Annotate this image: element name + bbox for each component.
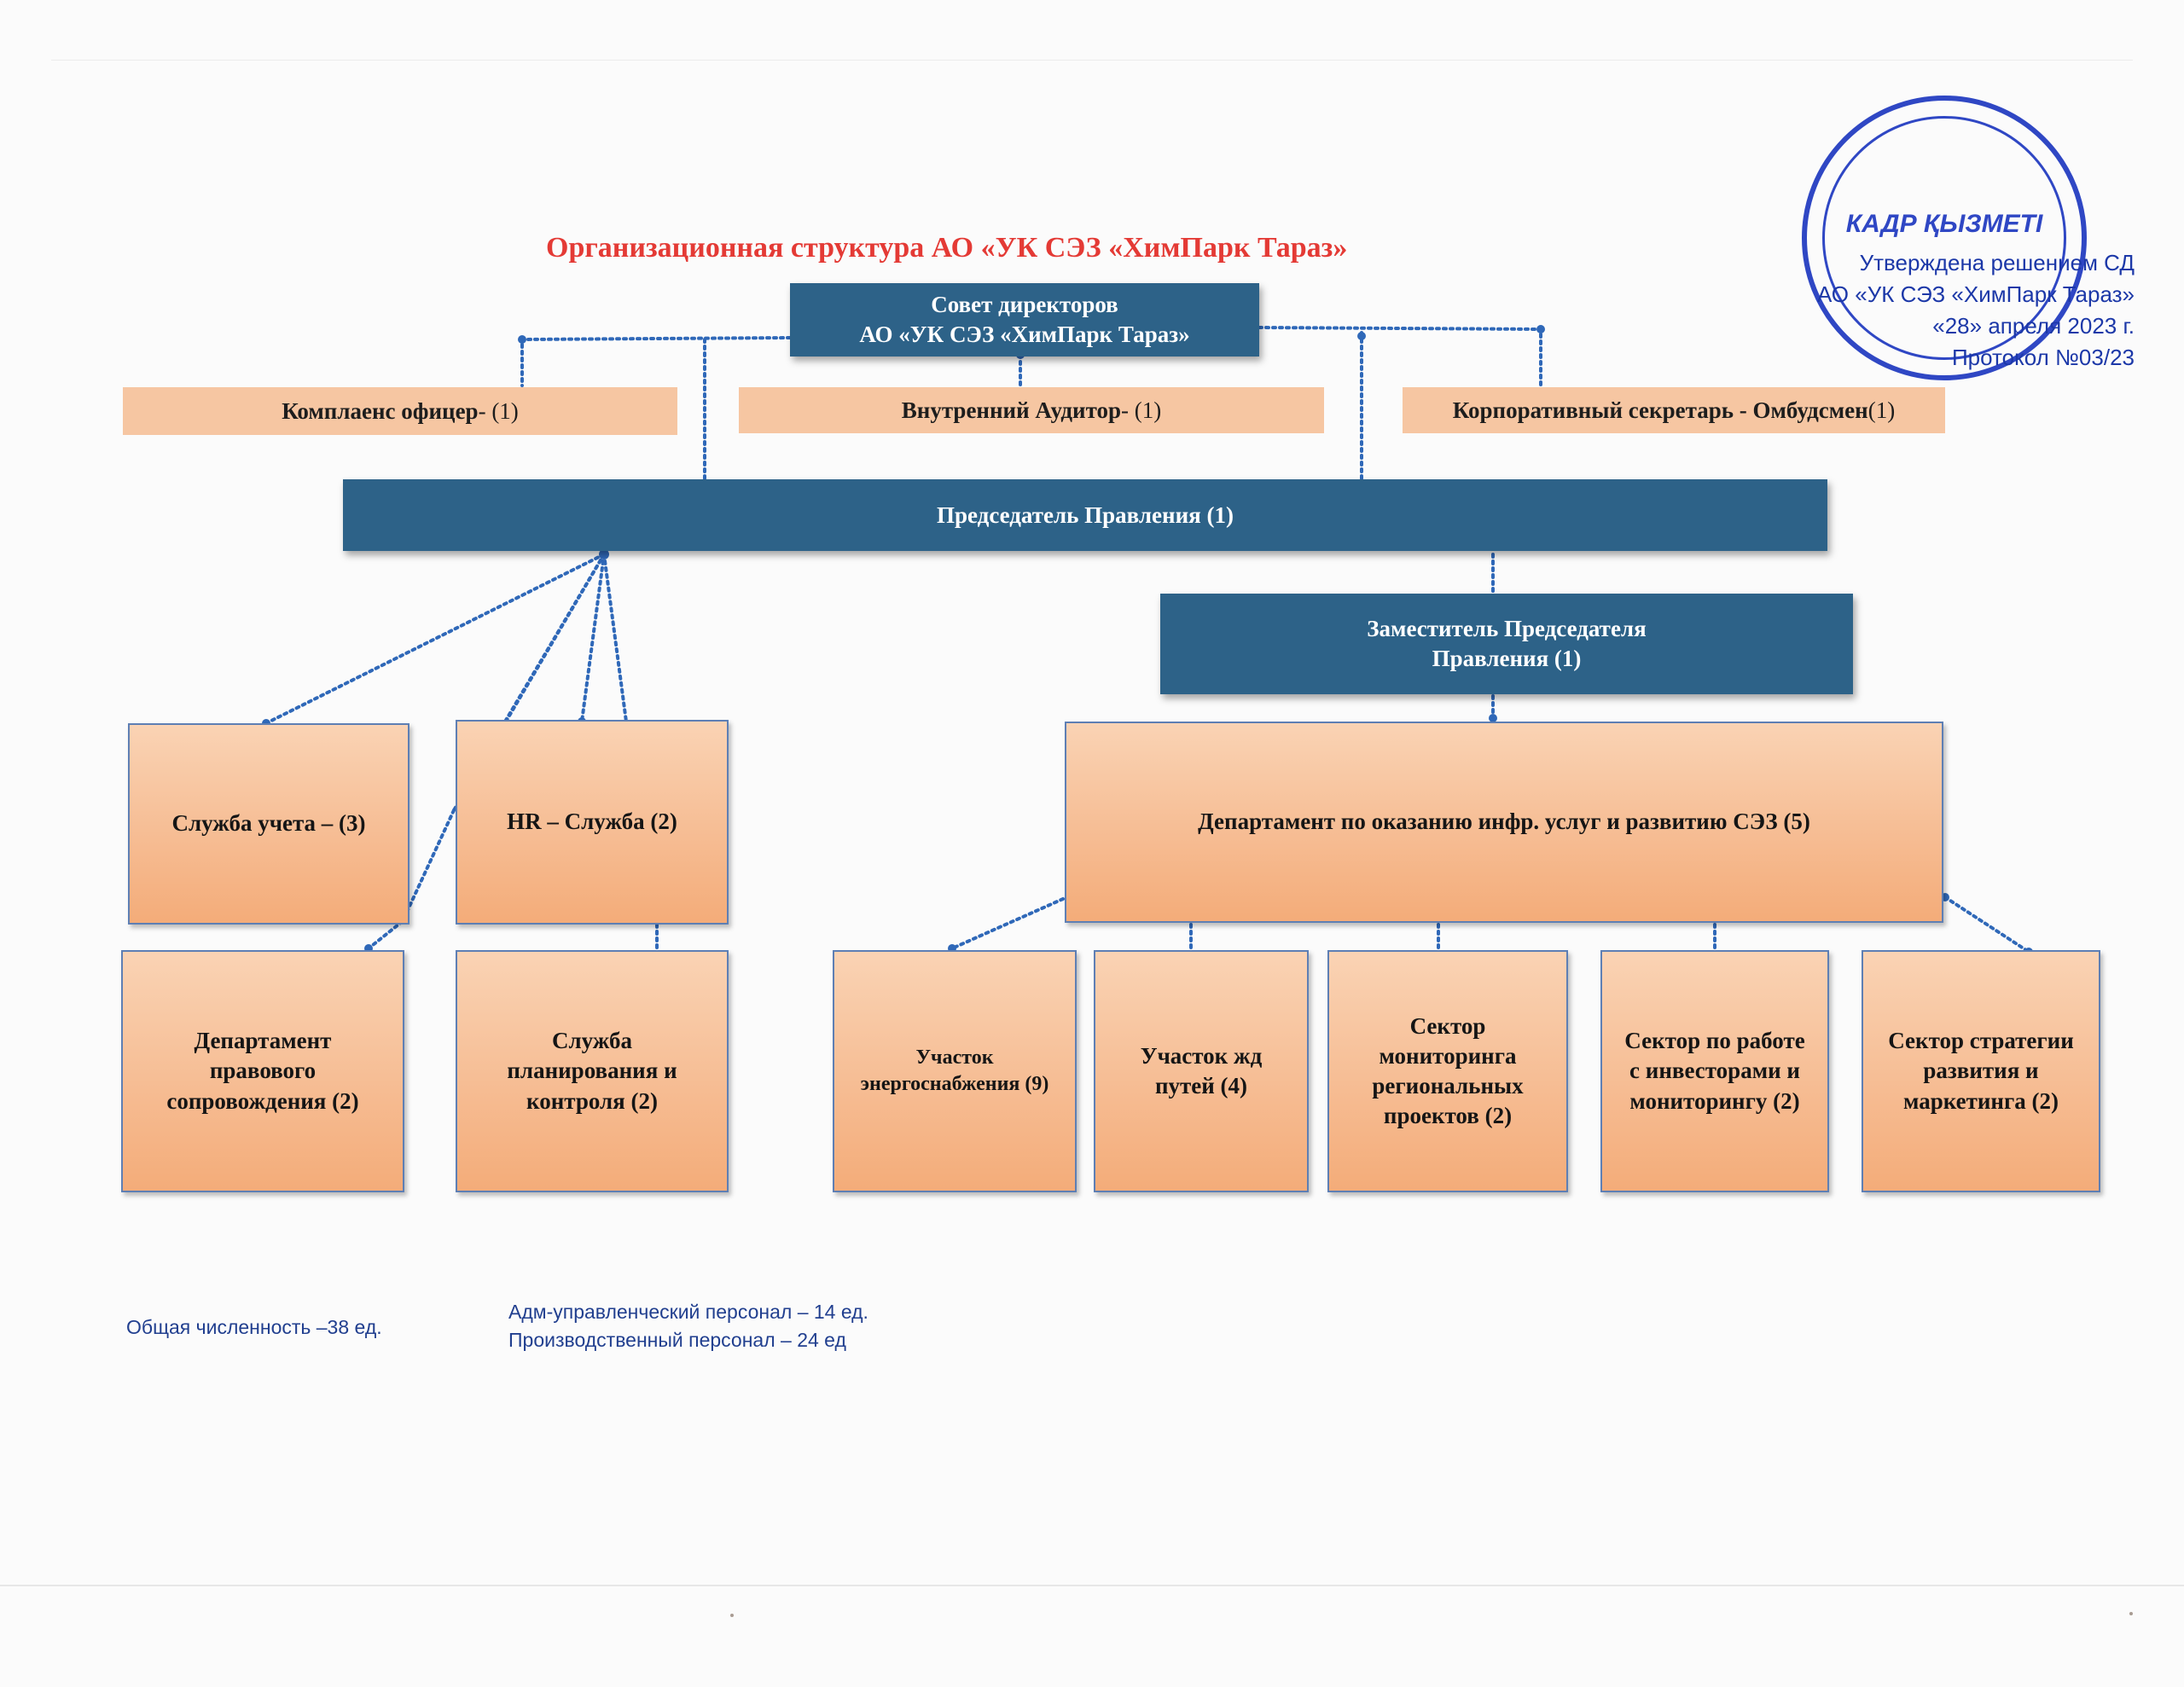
hr-seal-stamp: КАДР ҚЫЗМЕТІ	[1802, 96, 2087, 380]
energy-supply-label: Участок энергоснабжения (9)	[860, 1046, 1049, 1095]
legal-department-box: Департамент правового сопровождения (2)	[121, 950, 404, 1192]
corporate-secretary-name: Корпоративный секретарь - Омбудсмен	[1452, 397, 1868, 423]
energy-supply-box: Участок энергоснабжения (9)	[833, 950, 1077, 1192]
investor-relations-box: Сектор по работе с инвесторами и монитор…	[1600, 950, 1829, 1192]
compliance-officer-name: Комплаенс офицер	[282, 397, 479, 424]
compliance-officer-count: - (1)	[478, 397, 519, 424]
strategy-marketing-box: Сектор стратегии развития и маркетинга (…	[1862, 950, 2100, 1192]
connector-board-compliance	[520, 336, 792, 387]
connector-node	[1357, 332, 1366, 340]
chairman-label: Председатель Правления (1)	[937, 501, 1234, 528]
corporate-secretary-box: Корпоративный секретарь - Омбудсмен (1)	[1403, 387, 1945, 433]
stamp-inner-ring	[1822, 116, 2066, 360]
connector-dept-energy	[950, 897, 1065, 950]
chart-title: Организационная структура АО «УК СЭЗ «Хи…	[546, 232, 1348, 264]
planning-control-box: Служба планирования и контроля (2)	[456, 950, 729, 1192]
connector-board-secretary	[1258, 326, 1542, 387]
regional-monitoring-box: Сектор мониторинга региональных проектов…	[1327, 950, 1568, 1192]
page-edge	[51, 60, 2133, 1587]
stamp-center-text: КАДР ҚЫЗМЕТІ	[1845, 210, 2043, 238]
hr-service-label: HR – Служба (2)	[507, 809, 677, 835]
railway-section-box: Участок жд путей (4)	[1094, 950, 1309, 1192]
chairman-box: Председатель Правления (1)	[343, 479, 1827, 551]
scan-speck	[730, 1614, 734, 1617]
page-bottom-divider	[0, 1585, 2184, 1586]
compliance-officer-box: Комплаенс офицер - (1)	[123, 387, 677, 435]
internal-auditor-name: Внутренний Аудитор	[901, 397, 1121, 423]
accounting-service-label: Служба учета – (3)	[171, 810, 366, 837]
staff-breakdown: Адм-управленческий персонал – 14 ед. Про…	[508, 1301, 868, 1352]
connector-chair-accounting	[264, 553, 606, 725]
connector-node	[518, 335, 526, 344]
connector-node	[1489, 714, 1497, 722]
infrastructure-department-label: Департамент по оказанию инфр. услуг и ра…	[1198, 809, 1810, 835]
accounting-service-box: Служба учета – (3)	[128, 723, 410, 925]
connector-chair-hr-mid	[580, 553, 606, 723]
board-box: Совет директоров АО «УК СЭЗ «ХимПарк Тар…	[790, 283, 1259, 357]
infrastructure-department-box: Департамент по оказанию инфр. услуг и ра…	[1065, 722, 1943, 923]
deputy-chairman-box: Заместитель Председателя Правления (1)	[1160, 594, 1853, 694]
strategy-marketing-label: Сектор стратегии развития и маркетинга (…	[1888, 1028, 2074, 1114]
planning-control-label: Служба планирования и контроля (2)	[507, 1028, 677, 1114]
board-label: Совет директоров АО «УК СЭЗ «ХимПарк Тар…	[859, 292, 1190, 347]
connector-node	[599, 549, 609, 559]
total-headcount: Общая численность –38 ед.	[126, 1316, 382, 1338]
connector-dept-strategy	[1943, 896, 2030, 954]
deputy-chairman-label: Заместитель Председателя Правления (1)	[1367, 616, 1647, 671]
hr-service-box: HR – Служба (2)	[456, 720, 729, 925]
internal-auditor-count: - (1)	[1121, 397, 1162, 423]
legal-department-label: Департамент правового сопровождения (2)	[166, 1028, 359, 1114]
scan-speck	[2129, 1612, 2133, 1615]
approval-note: Утверждена решением СД АО «УК СЭЗ «ХимПа…	[1817, 250, 2135, 370]
corporate-secretary-count: (1)	[1867, 397, 1896, 423]
connector-node	[1536, 325, 1545, 333]
internal-auditor-box: Внутренний Аудитор - (1)	[739, 387, 1324, 433]
connector-chair-hr-right	[602, 553, 628, 723]
investor-relations-label: Сектор по работе с инвесторами и монитор…	[1624, 1028, 1805, 1114]
railway-section-label: Участок жд путей (4)	[1140, 1042, 1263, 1099]
regional-monitoring-label: Сектор мониторинга региональных проектов…	[1372, 1012, 1524, 1129]
